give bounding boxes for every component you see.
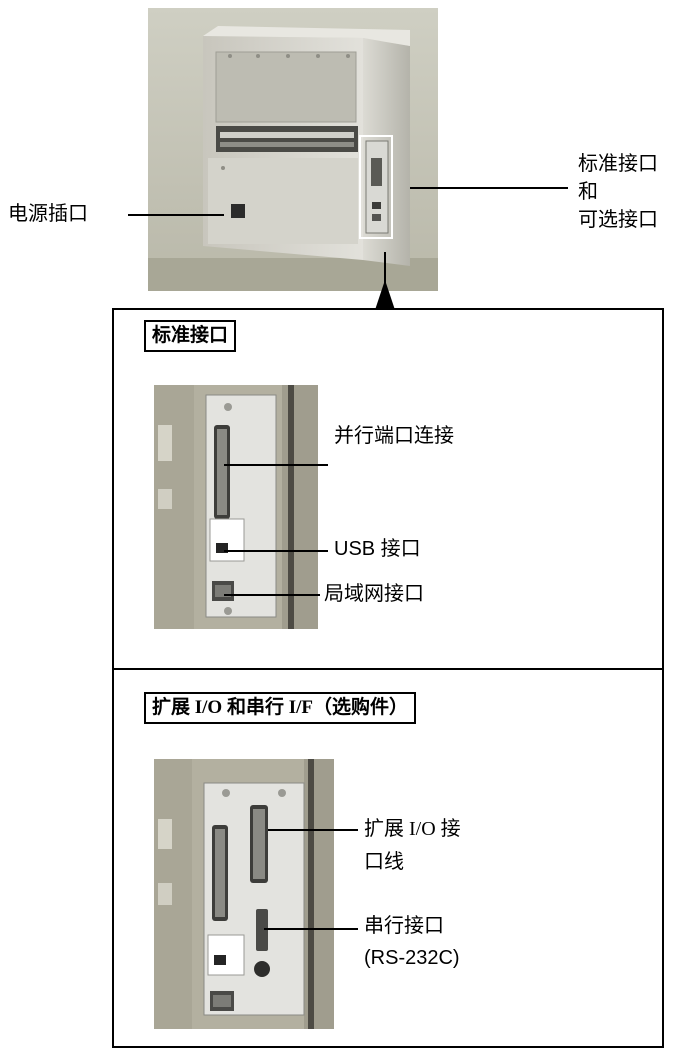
expansion-io-label-text: 扩展 I/O 接 — [364, 818, 461, 840]
serial-interface-leader — [264, 928, 358, 930]
lan-interface-label: 局域网接口 — [324, 583, 424, 605]
interfaces-leader — [410, 187, 568, 189]
standard-interface-title: 标准接口 — [144, 320, 237, 352]
power-inlet-leader — [128, 214, 224, 216]
interfaces-label-line3: 可选接口 — [578, 209, 658, 231]
usb-interface-label: USB 接口 — [334, 538, 421, 560]
interfaces-label-line2: 和 — [578, 181, 598, 203]
section-divider — [112, 668, 664, 670]
option-interface-title: 扩展 I/O 和串行 I/F（选购件） — [144, 692, 416, 724]
expansion-io-label-line1: 扩展 I/O 接 — [364, 817, 461, 841]
expansion-io-label-line2: 口线 — [364, 851, 404, 873]
expansion-io-leader — [268, 829, 358, 831]
serial-interface-label-line1: 串行接口 — [364, 915, 444, 937]
standard-interface-photo — [154, 385, 318, 629]
serial-interface-label-line2: (RS-232C) — [364, 947, 460, 969]
power-inlet-label: 电源插口 — [8, 203, 88, 225]
interfaces-label-line1: 标准接口 — [578, 153, 658, 175]
option-interface-photo — [154, 759, 334, 1029]
callout-pointer — [375, 252, 395, 310]
interface-detail-frame — [112, 308, 664, 1048]
lan-interface-leader — [224, 594, 320, 596]
parallel-port-leader — [224, 464, 328, 466]
printer-rear-photo — [148, 8, 438, 291]
usb-interface-leader — [224, 550, 328, 552]
parallel-port-label: 并行端口连接 — [334, 425, 454, 447]
